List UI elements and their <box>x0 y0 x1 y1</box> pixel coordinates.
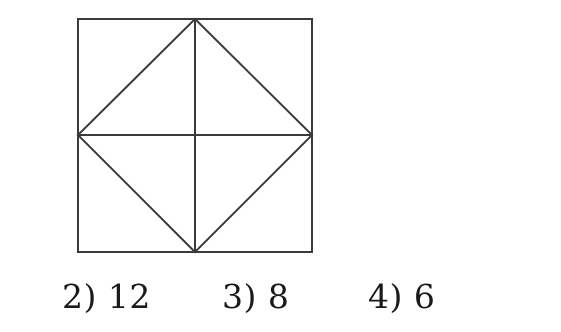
answer-option-2: 2) 12 <box>62 277 151 316</box>
diamond-edge-bottom-left <box>76 133 197 254</box>
diamond-edge-top-left <box>76 17 197 137</box>
answer-options: 2) 12 3) 8 4) 6 <box>0 272 561 322</box>
diamond-edge-top-right <box>193 17 314 137</box>
answer-option-4: 4) 6 <box>368 277 436 316</box>
diamond-edge-bottom-right <box>193 133 314 254</box>
answer-option-3: 3) 8 <box>222 277 290 316</box>
